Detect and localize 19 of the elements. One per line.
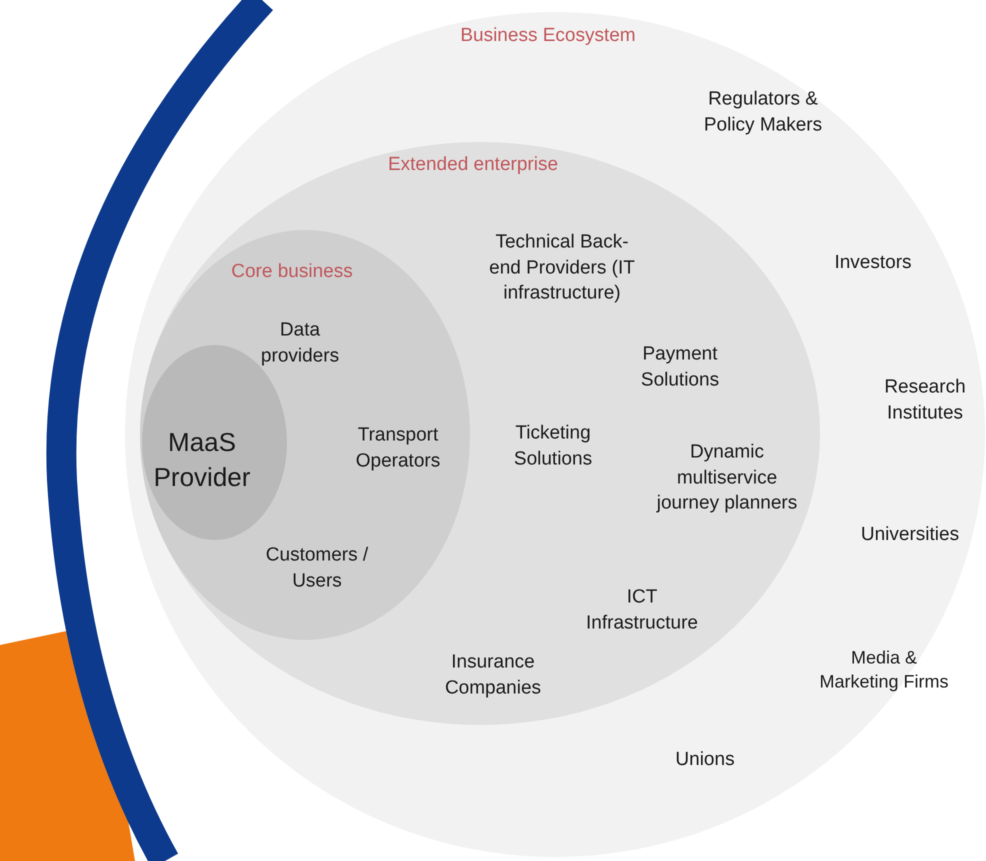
member-label: Research Institutes <box>883 375 967 425</box>
member-label: Regulators & Policy Makers <box>702 87 824 137</box>
member-label: Customers / Users <box>264 543 370 593</box>
member-label: Investors <box>833 251 913 276</box>
member-label: Technical Back-end Providers (IT infrastructure) <box>488 230 636 306</box>
member-label: Dynamic multiservice journey planners <box>655 440 798 516</box>
member-label: Ticketing Solutions <box>512 421 594 471</box>
zone-title: Extended enterprise <box>386 153 560 178</box>
member-label: Payment Solutions <box>640 342 720 392</box>
member-label: Transport Operators <box>354 423 442 473</box>
member-label: Data providers <box>260 318 340 368</box>
member-label: Media & Marketing Firms <box>819 646 949 694</box>
zone-title: Core business <box>230 260 354 284</box>
member-label: ICT Infrastructure <box>585 585 699 635</box>
member-label: Universities <box>860 523 960 548</box>
zone-title: Business Ecosystem <box>459 24 637 48</box>
member-label: Unions <box>674 748 736 772</box>
member-label: MaaS Provider <box>152 426 252 494</box>
member-label: Insurance Companies <box>444 650 542 700</box>
